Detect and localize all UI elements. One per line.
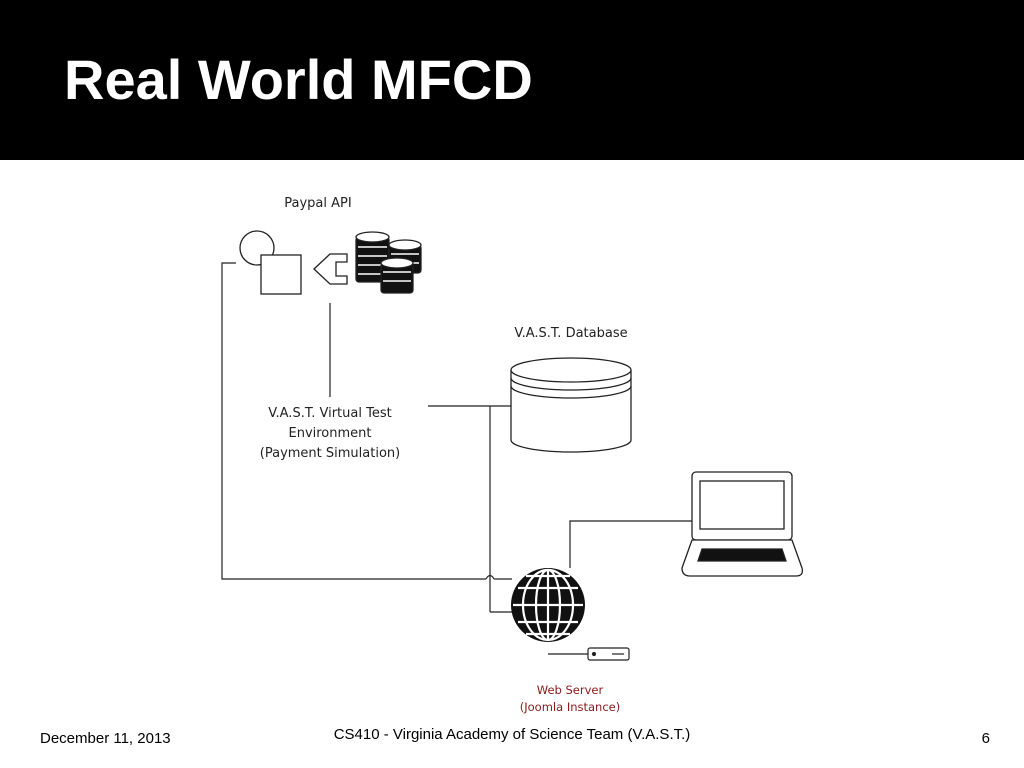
header-bar: Real World MFCD bbox=[0, 0, 1024, 160]
connection-lines bbox=[221, 262, 740, 655]
web-server-label-line2: (Joomla Instance) bbox=[519, 700, 621, 714]
footer-course: CS410 - Virginia Academy of Science Team… bbox=[333, 726, 691, 743]
footer-page-number: 6 bbox=[981, 730, 990, 747]
line-webserver-to-laptop bbox=[569, 520, 740, 568]
footer-date: December 11, 2013 bbox=[40, 730, 171, 747]
line-paypal-to-webserver bbox=[221, 262, 486, 580]
laptop-icon bbox=[681, 471, 804, 577]
globe-icon bbox=[511, 568, 585, 642]
paypal-api-label: Paypal API bbox=[284, 196, 352, 211]
database-stack-icon bbox=[355, 231, 422, 294]
test-env-label-line1: V.A.S.T. Virtual Test bbox=[268, 406, 392, 421]
paypal-api-icon bbox=[239, 230, 422, 295]
database-cylinder-icon bbox=[510, 357, 632, 453]
web-server-label-line1: Web Server bbox=[536, 683, 604, 697]
page-title: Real World MFCD bbox=[64, 48, 533, 111]
test-env-label-line3: (Payment Simulation) bbox=[259, 446, 401, 461]
test-env-label-line2: Environment bbox=[288, 426, 372, 441]
arrow-left-icon bbox=[313, 253, 348, 285]
server-device-icon bbox=[587, 647, 630, 661]
vast-database-label: V.A.S.T. Database bbox=[514, 326, 628, 341]
